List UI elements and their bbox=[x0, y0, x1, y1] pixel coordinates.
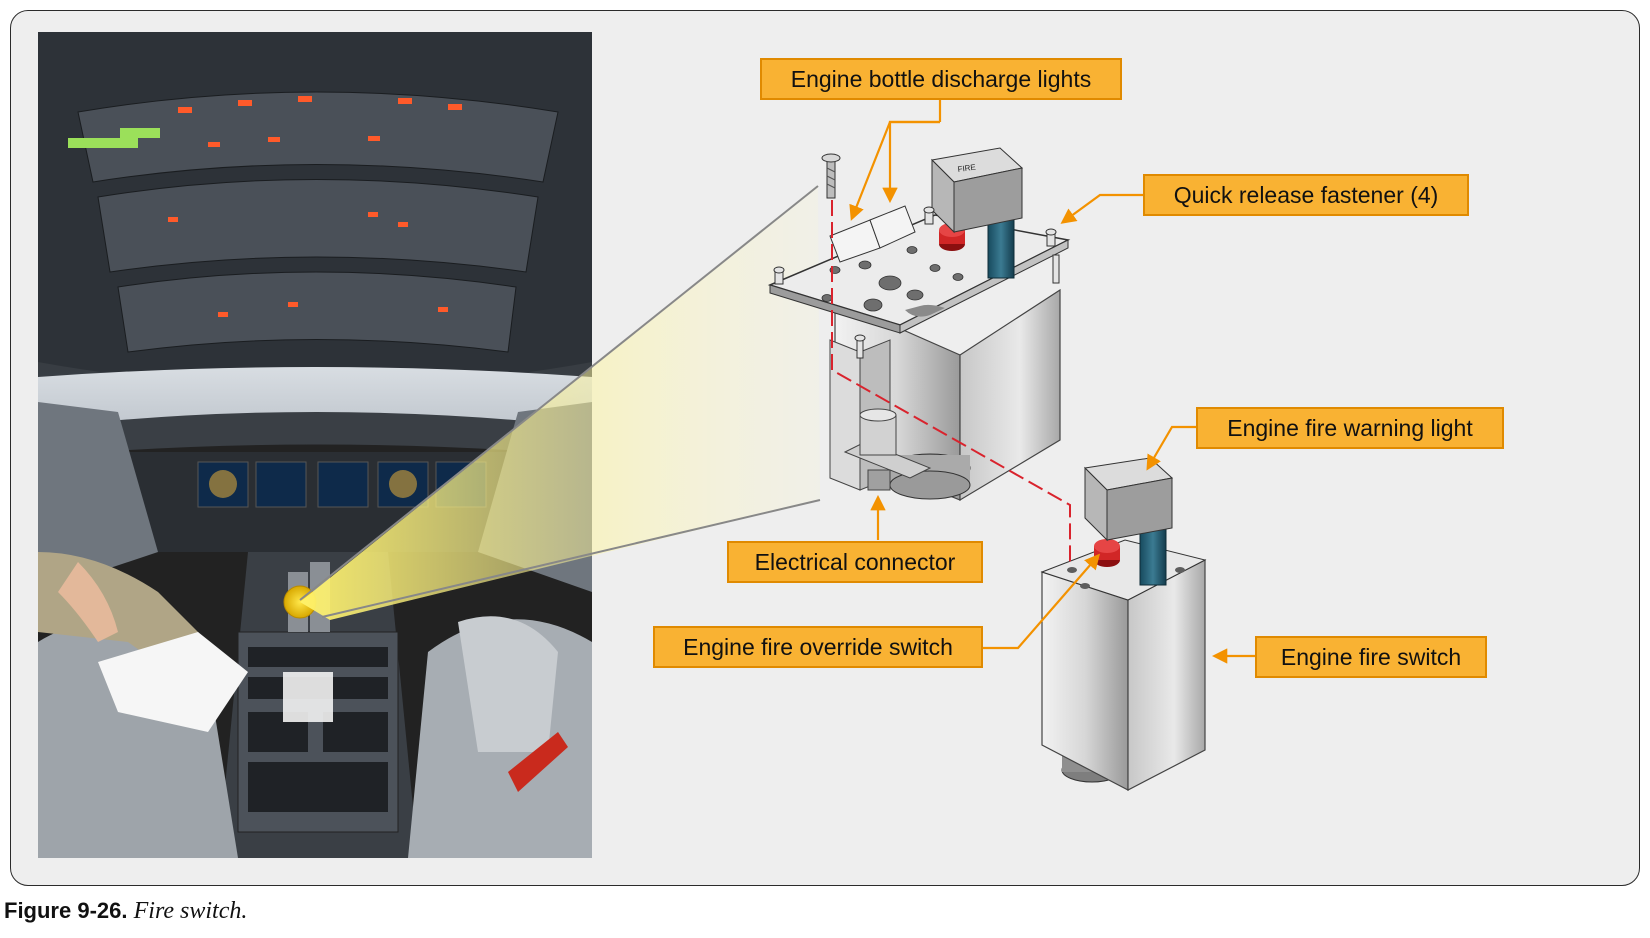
cockpit-photo bbox=[38, 32, 592, 858]
leader-discharge-right bbox=[882, 120, 940, 204]
exploded-fire-switch: FIRE bbox=[767, 147, 1071, 502]
callout-electrical-connector: Electrical connector bbox=[727, 541, 983, 583]
figure-number: Figure 9-26. bbox=[4, 898, 128, 923]
leader-fire-warning-light bbox=[1146, 425, 1196, 471]
callout-engine-fire-switch: Engine fire switch bbox=[1255, 636, 1487, 678]
wiring-dashed-line bbox=[831, 200, 1071, 565]
callout-engine-fire-warning-light: Engine fire warning light bbox=[1196, 407, 1504, 449]
leader-discharge-left bbox=[849, 120, 940, 221]
assembled-fire-switch bbox=[1040, 457, 1207, 791]
beam-edge-bottom bbox=[321, 499, 821, 618]
leader-override-switch bbox=[982, 553, 1101, 650]
callout-quick-release-fastener: Quick release fastener (4) bbox=[1143, 174, 1469, 216]
magnification-beam bbox=[300, 185, 820, 620]
figure-caption: Figure 9-26. Fire switch. bbox=[4, 898, 247, 925]
beam-edge-top bbox=[299, 185, 819, 601]
callout-engine-bottle-discharge-lights: Engine bottle discharge lights bbox=[760, 58, 1122, 100]
callout-engine-fire-override-switch: Engine fire override switch bbox=[653, 626, 983, 668]
figure-title: Fire switch. bbox=[133, 898, 248, 924]
leader-quick-release bbox=[1060, 193, 1143, 224]
svg-text:FIRE: FIRE bbox=[957, 163, 976, 174]
